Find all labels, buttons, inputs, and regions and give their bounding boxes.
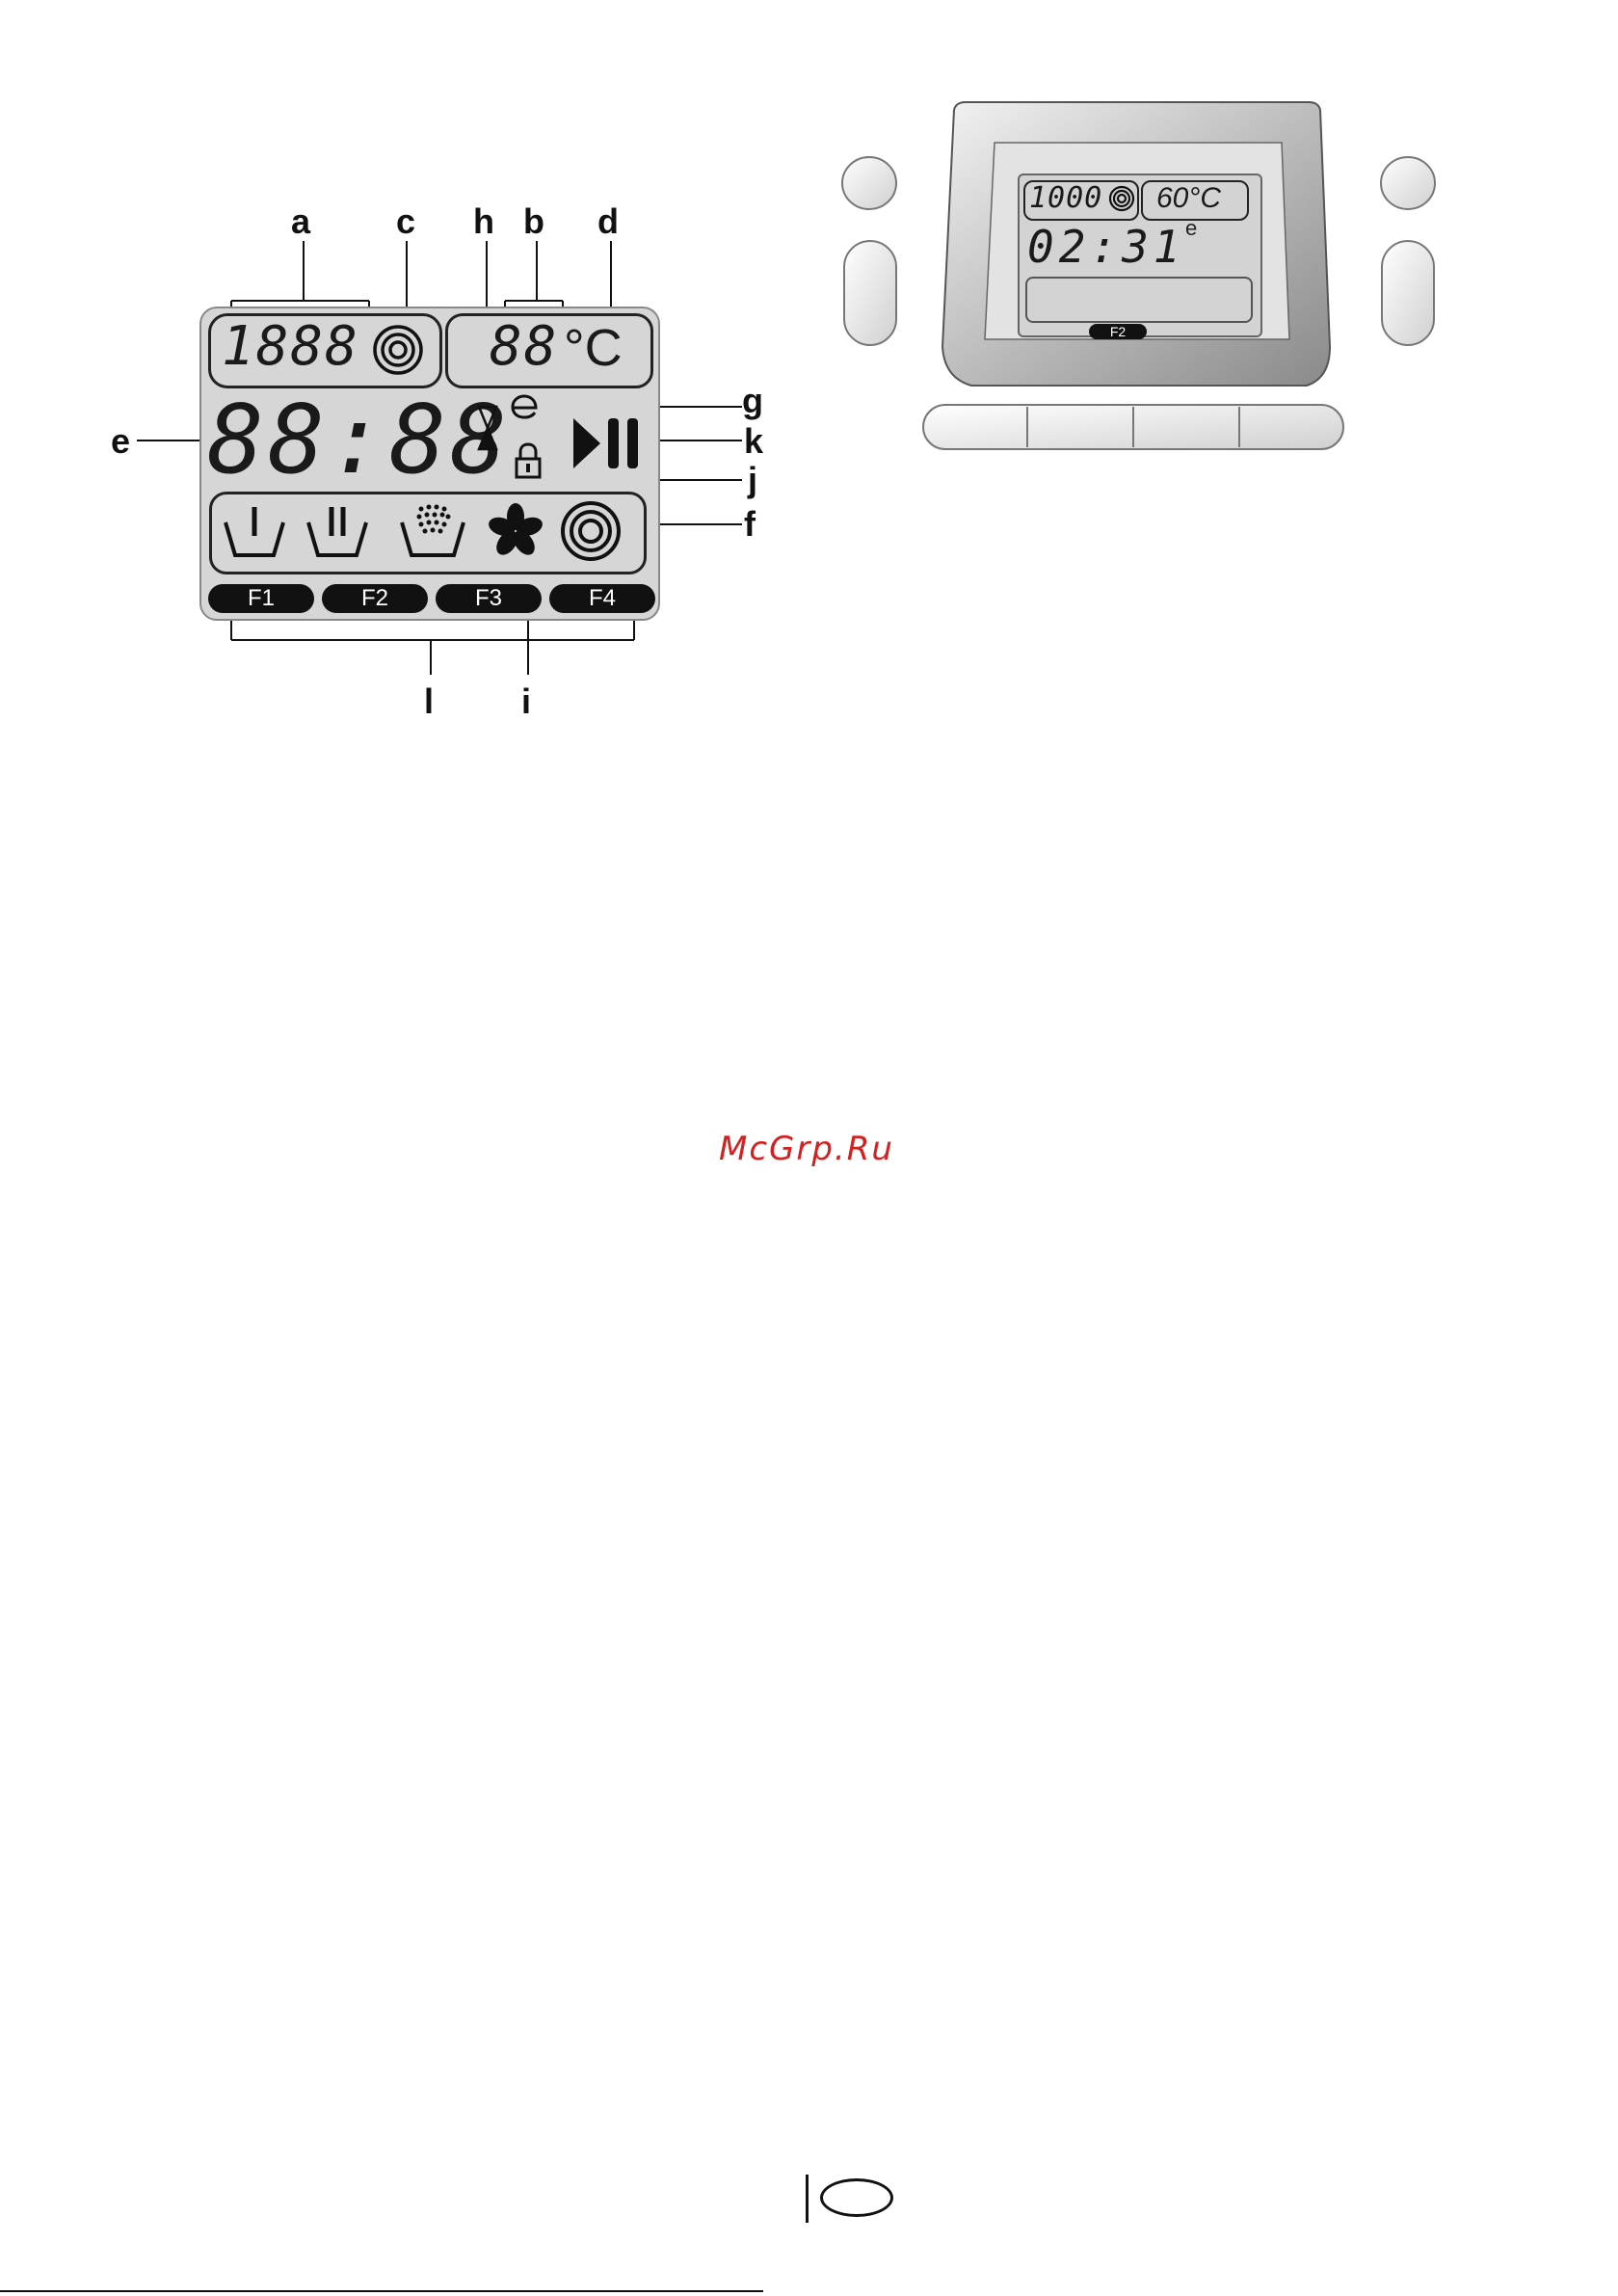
rinse-icon	[398, 499, 467, 561]
spin-digits: 1888	[222, 316, 359, 378]
panel-spin-icon	[1108, 185, 1135, 212]
callout-h: h	[473, 204, 494, 239]
callout-i: i	[521, 684, 531, 719]
function-button-f4: F4	[549, 584, 655, 613]
callout-l: l	[424, 684, 434, 719]
callout-c: c	[396, 204, 415, 239]
time-digits: 88:88	[207, 387, 511, 494]
callout-b: b	[523, 204, 544, 239]
footer-rule	[0, 2290, 763, 2292]
callout-g: g	[742, 384, 763, 418]
spin-spiral-icon	[371, 323, 425, 377]
watermark: McGrp.Ru	[719, 1130, 894, 1168]
lcd-diagram: a c h b d e g k j f l i 1888 88 °C 88:88	[0, 0, 790, 733]
callout-d: d	[597, 204, 619, 239]
callout-a: a	[291, 204, 310, 239]
function-button-f1: F1	[208, 584, 314, 613]
prewash-icon	[222, 503, 287, 561]
callout-j: j	[748, 463, 757, 497]
panel-spin-value: 1000	[1029, 181, 1102, 216]
language-badge	[820, 2178, 893, 2217]
panel-temp-value: 60°C	[1156, 181, 1221, 216]
language-divider	[806, 2175, 809, 2223]
panel-time-value: 02:31	[1027, 220, 1184, 274]
callout-e: e	[111, 424, 130, 459]
fan-icon	[486, 501, 545, 561]
function-button-f2: F2	[322, 584, 428, 613]
eco-icon	[510, 393, 539, 420]
main-wash-icon	[305, 503, 370, 561]
temperature-unit: °C	[564, 313, 623, 383]
panel-selected-function: F2	[1089, 324, 1147, 339]
hourglass-icon	[477, 405, 498, 451]
callout-f: f	[744, 507, 756, 542]
temperature-digits: 88	[490, 316, 558, 378]
lock-icon	[514, 441, 543, 480]
panel-eco-mark: e	[1185, 216, 1197, 241]
panel-program-strip	[1025, 277, 1253, 323]
callout-k: k	[744, 424, 763, 459]
spin-program-icon	[559, 499, 623, 563]
play-pause-icon	[571, 414, 645, 472]
control-panel: 1000 60°C 02:31 e F2	[829, 96, 1446, 463]
function-button-f3: F3	[436, 584, 542, 613]
